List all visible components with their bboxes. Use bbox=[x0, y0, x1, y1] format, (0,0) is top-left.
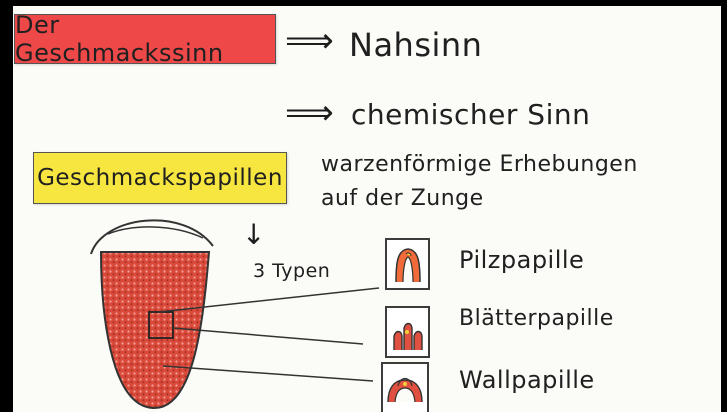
type-label-pilz: Pilzpapille bbox=[459, 246, 584, 274]
wallpapille-icon bbox=[381, 362, 429, 412]
tongue-top-outline bbox=[91, 220, 213, 254]
type-label-wall: Wallpapille bbox=[459, 366, 595, 394]
pilzpapille-icon bbox=[385, 238, 430, 290]
tongue-diagram bbox=[13, 6, 721, 412]
type-label-blaetter: Blätterpapille bbox=[459, 306, 614, 331]
blaetterpapille-icon bbox=[385, 306, 430, 358]
whiteboard: Der Geschmackssinn ⟹ Nahsinn ⟹ chemische… bbox=[13, 6, 721, 412]
